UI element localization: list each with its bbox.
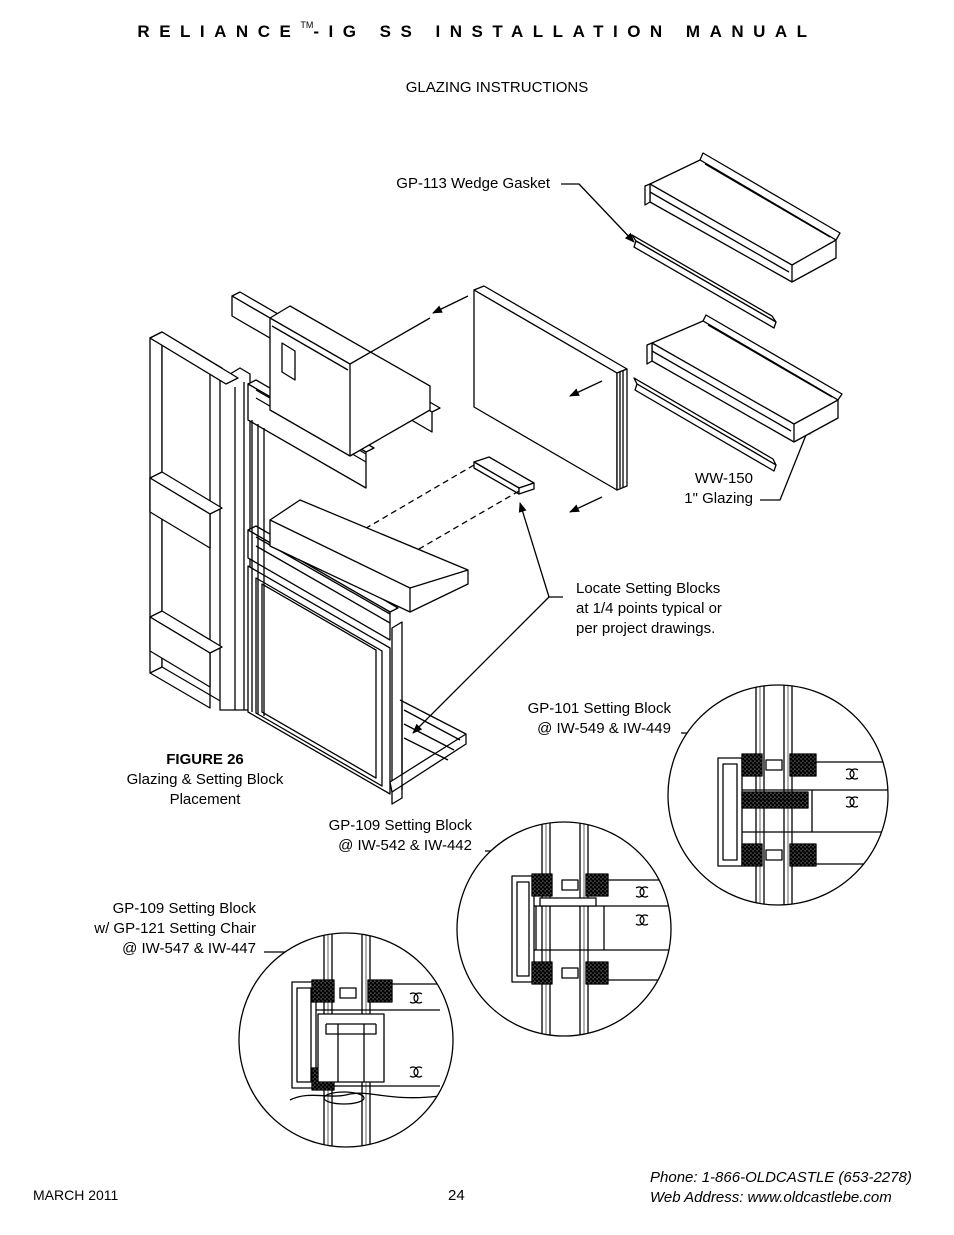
setting-blocks-line3: per project drawings. bbox=[576, 620, 716, 637]
glazing-callout-line2: 1" Glazing bbox=[684, 490, 753, 507]
wedge-gasket-callout: GP-113 Wedge Gasket bbox=[396, 175, 550, 192]
footer-date: MARCH 2011 bbox=[33, 1187, 119, 1203]
detail-circle-gp101 bbox=[667, 684, 889, 906]
curtain-wall-frame bbox=[149, 291, 469, 805]
header-title-right: -IG SS INSTALLATION MANUAL bbox=[313, 22, 817, 41]
gp101-callout: GP-101 Setting Block @ IW-549 & IW-449 bbox=[528, 699, 671, 739]
wedge-gasket-strip bbox=[631, 234, 777, 329]
footer-phone: Phone: 1-866-OLDCASTLE (653-2278) bbox=[650, 1169, 912, 1186]
glazing-callout-line1: WW-150 bbox=[694, 470, 753, 487]
figure-caption: FIGURE 26 Glazing & Setting Block Placem… bbox=[110, 750, 300, 810]
footer-web: Web Address: www.oldcastlebe.com bbox=[650, 1189, 892, 1206]
gp109-line1: GP-109 Setting Block bbox=[328, 817, 472, 834]
glass-panel bbox=[473, 285, 628, 491]
page-number: 24 bbox=[448, 1187, 465, 1204]
gp101-line1: GP-101 Setting Block bbox=[527, 700, 671, 717]
direction-arrows bbox=[432, 295, 603, 513]
figure-caption-line1: Glazing & Setting Block bbox=[126, 771, 284, 788]
setting-blocks-line1: Locate Setting Blocks bbox=[576, 580, 721, 597]
gp109-callout: GP-109 Setting Block @ IW-542 & IW-442 bbox=[329, 816, 472, 856]
gp109-chair-line1: GP-109 Setting Block bbox=[112, 900, 256, 917]
glazing-callout: WW-150 1" Glazing bbox=[684, 469, 753, 509]
glazing-gasket-strip bbox=[633, 377, 777, 472]
figure-number: FIGURE 26 bbox=[166, 751, 244, 768]
setting-blocks-callout: Locate Setting Blocks at 1/4 points typi… bbox=[576, 579, 722, 639]
detail-circle-gp109-gp121 bbox=[238, 932, 454, 1148]
manual-header: RELIANCETM-IG SS INSTALLATION MANUAL bbox=[0, 20, 954, 42]
detail-circle-gp109 bbox=[456, 821, 672, 1037]
gp101-line2: @ IW-549 & IW-449 bbox=[537, 720, 671, 737]
pressure-plate-top bbox=[644, 152, 841, 283]
gp109-chair-line3: @ IW-547 & IW-447 bbox=[122, 940, 256, 957]
setting-blocks-line2: at 1/4 points typical or bbox=[576, 600, 722, 617]
figure-caption-line2: Placement bbox=[169, 791, 241, 808]
pressure-plate-bottom bbox=[646, 314, 843, 443]
section-title: GLAZING INSTRUCTIONS bbox=[405, 79, 589, 96]
header-title-left: RELIANCE bbox=[137, 22, 301, 41]
gp109-line2: @ IW-542 & IW-442 bbox=[338, 837, 472, 854]
trademark-mark: TM bbox=[300, 20, 314, 30]
gp109-chair-callout: GP-109 Setting Block w/ GP-121 Setting C… bbox=[94, 899, 256, 959]
footer-contact: Phone: 1-866-OLDCASTLE (653-2278) Web Ad… bbox=[650, 1168, 912, 1208]
gp109-chair-line2: w/ GP-121 Setting Chair bbox=[94, 920, 256, 937]
setting-block-exploded bbox=[473, 456, 535, 495]
